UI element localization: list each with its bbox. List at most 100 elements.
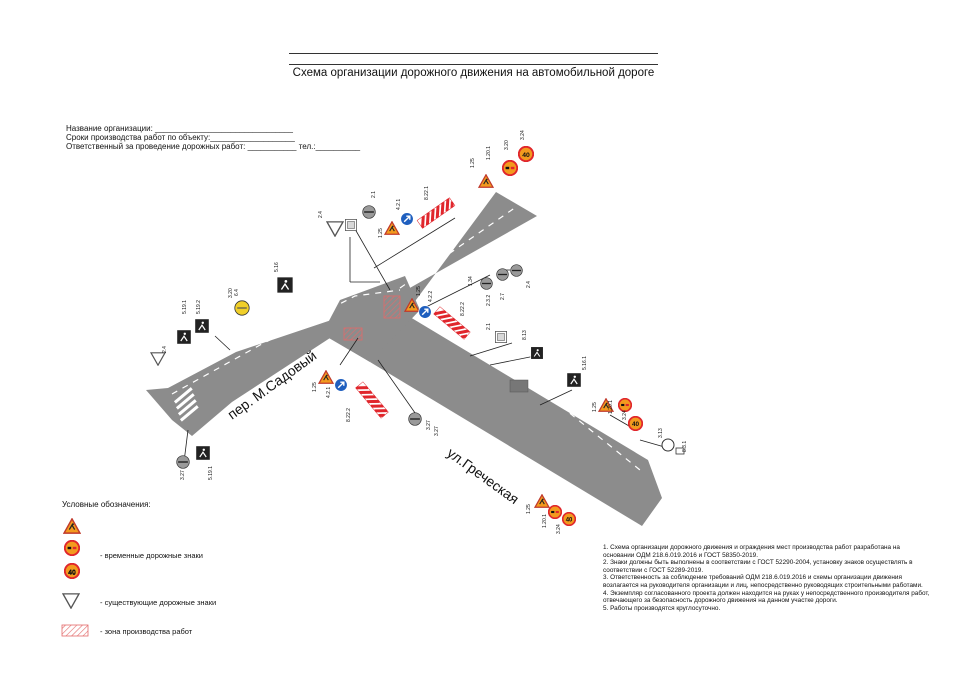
sign-code: 3.24 — [556, 524, 562, 534]
sign-code: 1.20.1 — [486, 146, 492, 160]
sign-code: 3.20 — [228, 288, 234, 298]
sign-code: 2.4 — [318, 211, 324, 218]
no-parking-icon — [510, 264, 523, 277]
sign-code: 1.25 — [378, 228, 384, 238]
sign-code: 5.19.1 — [182, 300, 188, 314]
note-item: 1. Схема организации дорожного движения … — [603, 544, 900, 559]
page-title: Схема организации дорожного движения на … — [292, 67, 655, 79]
sign-code: 2.1 — [371, 191, 377, 198]
clock-sign-icon — [661, 438, 675, 452]
no-overtaking-icon — [548, 505, 562, 519]
sign-group-lower-right — [534, 372, 685, 526]
sign-code: 1.20.1 — [608, 400, 614, 414]
legend-no-overtaking-icon — [64, 540, 80, 556]
legend-giveway-icon — [62, 593, 80, 609]
note-item: 5. Работы производятся круглосуточно. — [603, 604, 721, 612]
sign-code: 8.22.2 — [460, 302, 466, 316]
bus-stop-pad — [509, 379, 529, 393]
work-zone-1 — [383, 295, 401, 319]
header-rule-top — [289, 53, 658, 54]
legend-warning-icon — [63, 518, 81, 534]
legend-work-zone-swatch — [61, 624, 89, 637]
mandatory-direction-icon — [334, 378, 348, 392]
main-road-icon — [234, 300, 250, 316]
sign-code: 3.27 — [426, 420, 432, 430]
crosswalk — [173, 387, 199, 422]
sign-code: 2.3.2 — [486, 295, 492, 306]
sign-code: 1.25 — [470, 158, 476, 168]
note-item: 2. Знаки должны быть выполнены в соответ… — [603, 559, 913, 574]
sign-code: 4.2.1 — [326, 387, 332, 398]
sign-code: 2.1 — [486, 323, 492, 330]
sign-code: 8.22.2 — [346, 408, 352, 422]
pedestrian-crossing-icon — [194, 318, 210, 334]
pedestrian-crossing-icon — [195, 445, 211, 461]
sign-code: 8.13 — [522, 330, 528, 340]
sign-code: 2.4 — [526, 281, 532, 288]
work-zone-2 — [343, 327, 363, 341]
info-plate-icon — [345, 219, 357, 231]
sign-code: 3.24 — [520, 130, 526, 140]
sign-code: 1.34 — [468, 276, 474, 286]
note-item: 4. Экземпляр согласованного проекта долж… — [603, 589, 930, 605]
sign-code: 5.16 — [274, 262, 280, 272]
warning-roadworks-icon — [318, 370, 334, 384]
sign-code: 4.2.1 — [396, 199, 402, 210]
sign-code: 3.20 — [504, 140, 510, 150]
no-parking-icon — [496, 268, 509, 281]
no-entry-icon — [362, 205, 376, 219]
no-stopping-icon — [408, 412, 422, 426]
warning-roadworks-icon — [384, 221, 400, 235]
sign-code: 6.4 — [234, 289, 240, 296]
mandatory-direction-icon — [418, 305, 432, 319]
legend-symbols: 40 — [61, 518, 89, 637]
sign-code: 1.25 — [416, 286, 422, 296]
mandatory-direction-icon — [400, 212, 414, 226]
legend-speed-value: 40 — [68, 570, 76, 577]
speed-limit-40-icon — [628, 416, 643, 431]
sign-code: 3.13 — [658, 428, 664, 438]
no-stopping-icon — [176, 455, 190, 469]
speed-limit-40-icon — [562, 512, 576, 526]
road-end-sign-icon — [566, 372, 582, 388]
legend-title: Условные обозначения: — [62, 500, 151, 509]
sign-code: 5.19.2 — [196, 300, 202, 314]
legend-existing-signs: - существующие дорожные знаки — [100, 598, 217, 607]
warning-roadworks-icon — [534, 494, 550, 508]
info-dates: Сроки производства работ по объекту:____… — [66, 133, 295, 142]
legend-work-zone: - зона производства работ — [100, 627, 193, 636]
sign-code: 1.25 — [526, 504, 532, 514]
header-rule-bottom — [289, 64, 658, 65]
lane-direction-icon — [276, 276, 294, 294]
barrier-icon — [416, 197, 456, 229]
no-parking-icon — [480, 277, 493, 290]
roads — [146, 192, 662, 526]
sign-code: 2.7 — [500, 293, 506, 300]
barrier-icon — [355, 381, 389, 419]
pedestrian-crossing-icon — [530, 346, 544, 360]
no-overtaking-icon — [618, 398, 632, 412]
sign-code: 3.27 — [434, 426, 440, 436]
sign-code: 4.2.2 — [428, 291, 434, 302]
give-way-icon — [326, 221, 344, 237]
legend-temp-signs: - временные дорожные знаки — [100, 551, 203, 560]
note-item: 3. Ответственность за соблюдение требова… — [603, 574, 923, 589]
sign-codes: 1.25 1.20.1 3.20 3.24 2.4 2.1 1.25 4.2.1… — [162, 130, 688, 534]
sign-code: 3.27 — [180, 470, 186, 480]
sign-code: 3.24 — [622, 410, 628, 420]
sign-code: 1.25 — [592, 402, 598, 412]
info-responsible: Ответственный за проведение дорожных раб… — [66, 142, 361, 151]
give-way-icon — [150, 352, 166, 366]
no-overtaking-icon — [502, 160, 518, 176]
sign-code: 8.3.1 — [682, 441, 688, 452]
sign-group-junction-top — [326, 197, 456, 237]
speed-limit-40-icon — [518, 146, 534, 162]
main-road-plate-icon — [495, 331, 507, 343]
warning-roadworks-icon — [478, 174, 494, 188]
info-organization: Название организации: __________________… — [66, 124, 293, 133]
sign-code: 2.4 — [162, 346, 168, 353]
sign-code: 5.16.1 — [582, 356, 588, 370]
notes-block: 1. Схема организации дорожного движения … — [603, 544, 933, 612]
sign-code: 5.19.1 — [208, 466, 214, 480]
